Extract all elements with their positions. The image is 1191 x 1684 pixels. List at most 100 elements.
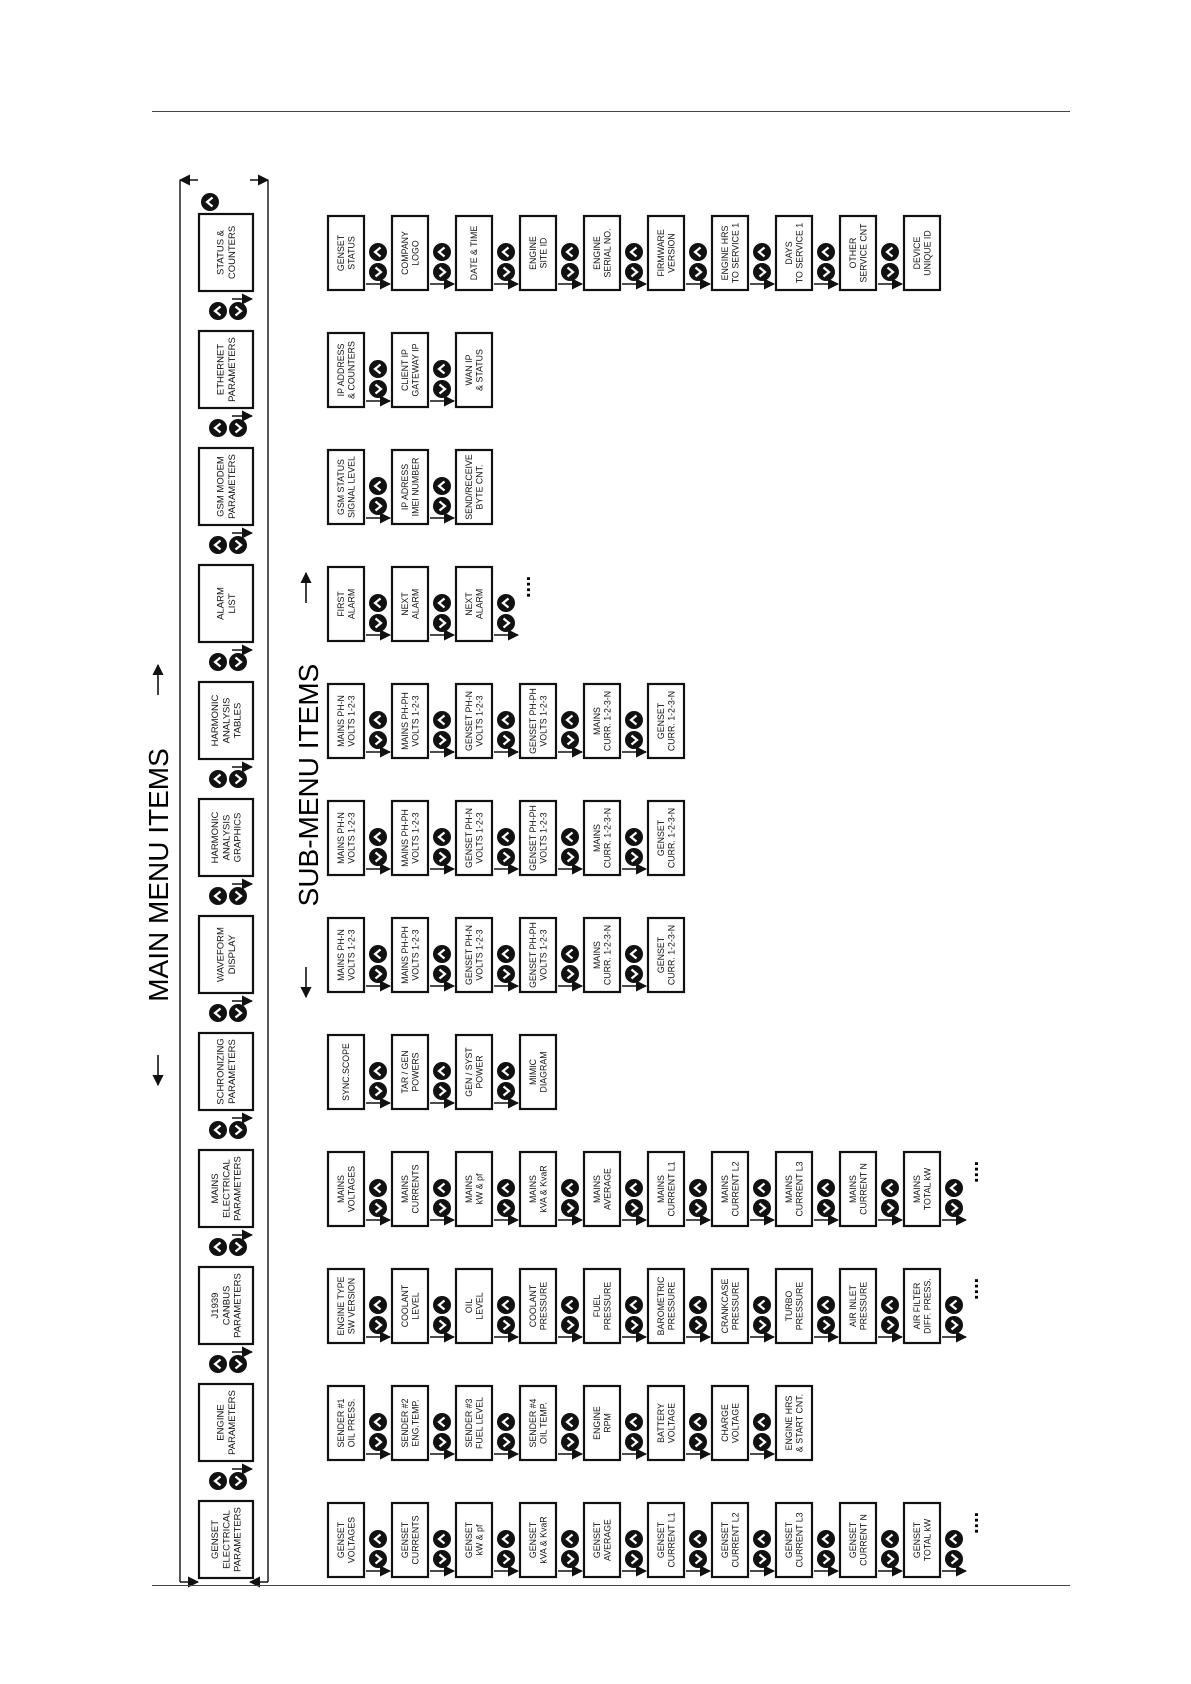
down-button-icon[interactable] xyxy=(433,614,451,632)
down-button-icon[interactable] xyxy=(817,1550,835,1568)
up-button-icon[interactable] xyxy=(433,711,451,729)
up-button-icon[interactable] xyxy=(497,1179,515,1197)
down-button-icon[interactable] xyxy=(369,263,387,281)
down-button-icon[interactable] xyxy=(945,1316,963,1334)
down-button-icon[interactable] xyxy=(625,1550,643,1568)
sub-menu-item[interactable]: SYNC.SCOPE xyxy=(326,1033,366,1111)
up-button-icon[interactable] xyxy=(209,653,227,671)
down-button-icon[interactable] xyxy=(753,1316,771,1334)
down-button-icon[interactable] xyxy=(433,1082,451,1100)
down-button-icon[interactable] xyxy=(229,1121,247,1139)
up-button-icon[interactable] xyxy=(433,1530,451,1548)
up-button-icon[interactable] xyxy=(433,1296,451,1314)
up-button-icon[interactable] xyxy=(689,1530,707,1548)
down-button-icon[interactable] xyxy=(753,1550,771,1568)
up-button-icon[interactable] xyxy=(369,360,387,378)
down-button-icon[interactable] xyxy=(625,731,643,749)
up-button-icon[interactable] xyxy=(561,243,579,261)
up-button-icon[interactable] xyxy=(753,243,771,261)
up-button-icon[interactable] xyxy=(945,1179,963,1197)
down-button-icon[interactable] xyxy=(229,887,247,905)
down-button-icon[interactable] xyxy=(625,965,643,983)
up-button-icon[interactable] xyxy=(209,770,227,788)
sub-menu-item[interactable]: WAN IP& STATUS xyxy=(454,331,494,409)
up-button-icon[interactable] xyxy=(369,828,387,846)
down-button-icon[interactable] xyxy=(561,1433,579,1451)
up-button-icon[interactable] xyxy=(561,828,579,846)
main-menu-item[interactable]: STATUS &COUNTERS xyxy=(197,212,255,293)
down-button-icon[interactable] xyxy=(369,614,387,632)
up-button-icon[interactable] xyxy=(369,1179,387,1197)
down-button-icon[interactable] xyxy=(229,536,247,554)
down-button-icon[interactable] xyxy=(369,380,387,398)
up-button-icon[interactable] xyxy=(753,1179,771,1197)
down-button-icon[interactable] xyxy=(433,1199,451,1217)
up-button-icon[interactable] xyxy=(561,1179,579,1197)
up-button-icon[interactable] xyxy=(369,945,387,963)
up-button-icon[interactable] xyxy=(433,360,451,378)
up-button-icon[interactable] xyxy=(209,887,227,905)
up-button-icon[interactable] xyxy=(209,1238,227,1256)
down-button-icon[interactable] xyxy=(369,731,387,749)
down-button-icon[interactable] xyxy=(625,1433,643,1451)
up-button-icon[interactable] xyxy=(369,1530,387,1548)
down-button-icon[interactable] xyxy=(497,848,515,866)
down-button-icon[interactable] xyxy=(369,848,387,866)
down-button-icon[interactable] xyxy=(229,1238,247,1256)
down-button-icon[interactable] xyxy=(625,1199,643,1217)
up-button-icon[interactable] xyxy=(561,1530,579,1548)
up-button-icon[interactable] xyxy=(817,1179,835,1197)
up-button-icon[interactable] xyxy=(433,945,451,963)
down-button-icon[interactable] xyxy=(881,1550,899,1568)
up-button-icon[interactable] xyxy=(209,1355,227,1373)
up-button-icon[interactable] xyxy=(753,1296,771,1314)
up-button-icon[interactable] xyxy=(201,193,219,211)
up-button-icon[interactable] xyxy=(209,1121,227,1139)
up-button-icon[interactable] xyxy=(689,1179,707,1197)
down-button-icon[interactable] xyxy=(497,1550,515,1568)
up-button-icon[interactable] xyxy=(817,243,835,261)
down-button-icon[interactable] xyxy=(561,731,579,749)
up-button-icon[interactable] xyxy=(209,1472,227,1490)
up-button-icon[interactable] xyxy=(497,828,515,846)
up-button-icon[interactable] xyxy=(209,419,227,437)
up-button-icon[interactable] xyxy=(753,1413,771,1431)
down-button-icon[interactable] xyxy=(497,1082,515,1100)
down-button-icon[interactable] xyxy=(881,1316,899,1334)
up-button-icon[interactable] xyxy=(497,243,515,261)
down-button-icon[interactable] xyxy=(753,1433,771,1451)
up-button-icon[interactable] xyxy=(497,1530,515,1548)
down-button-icon[interactable] xyxy=(689,1316,707,1334)
